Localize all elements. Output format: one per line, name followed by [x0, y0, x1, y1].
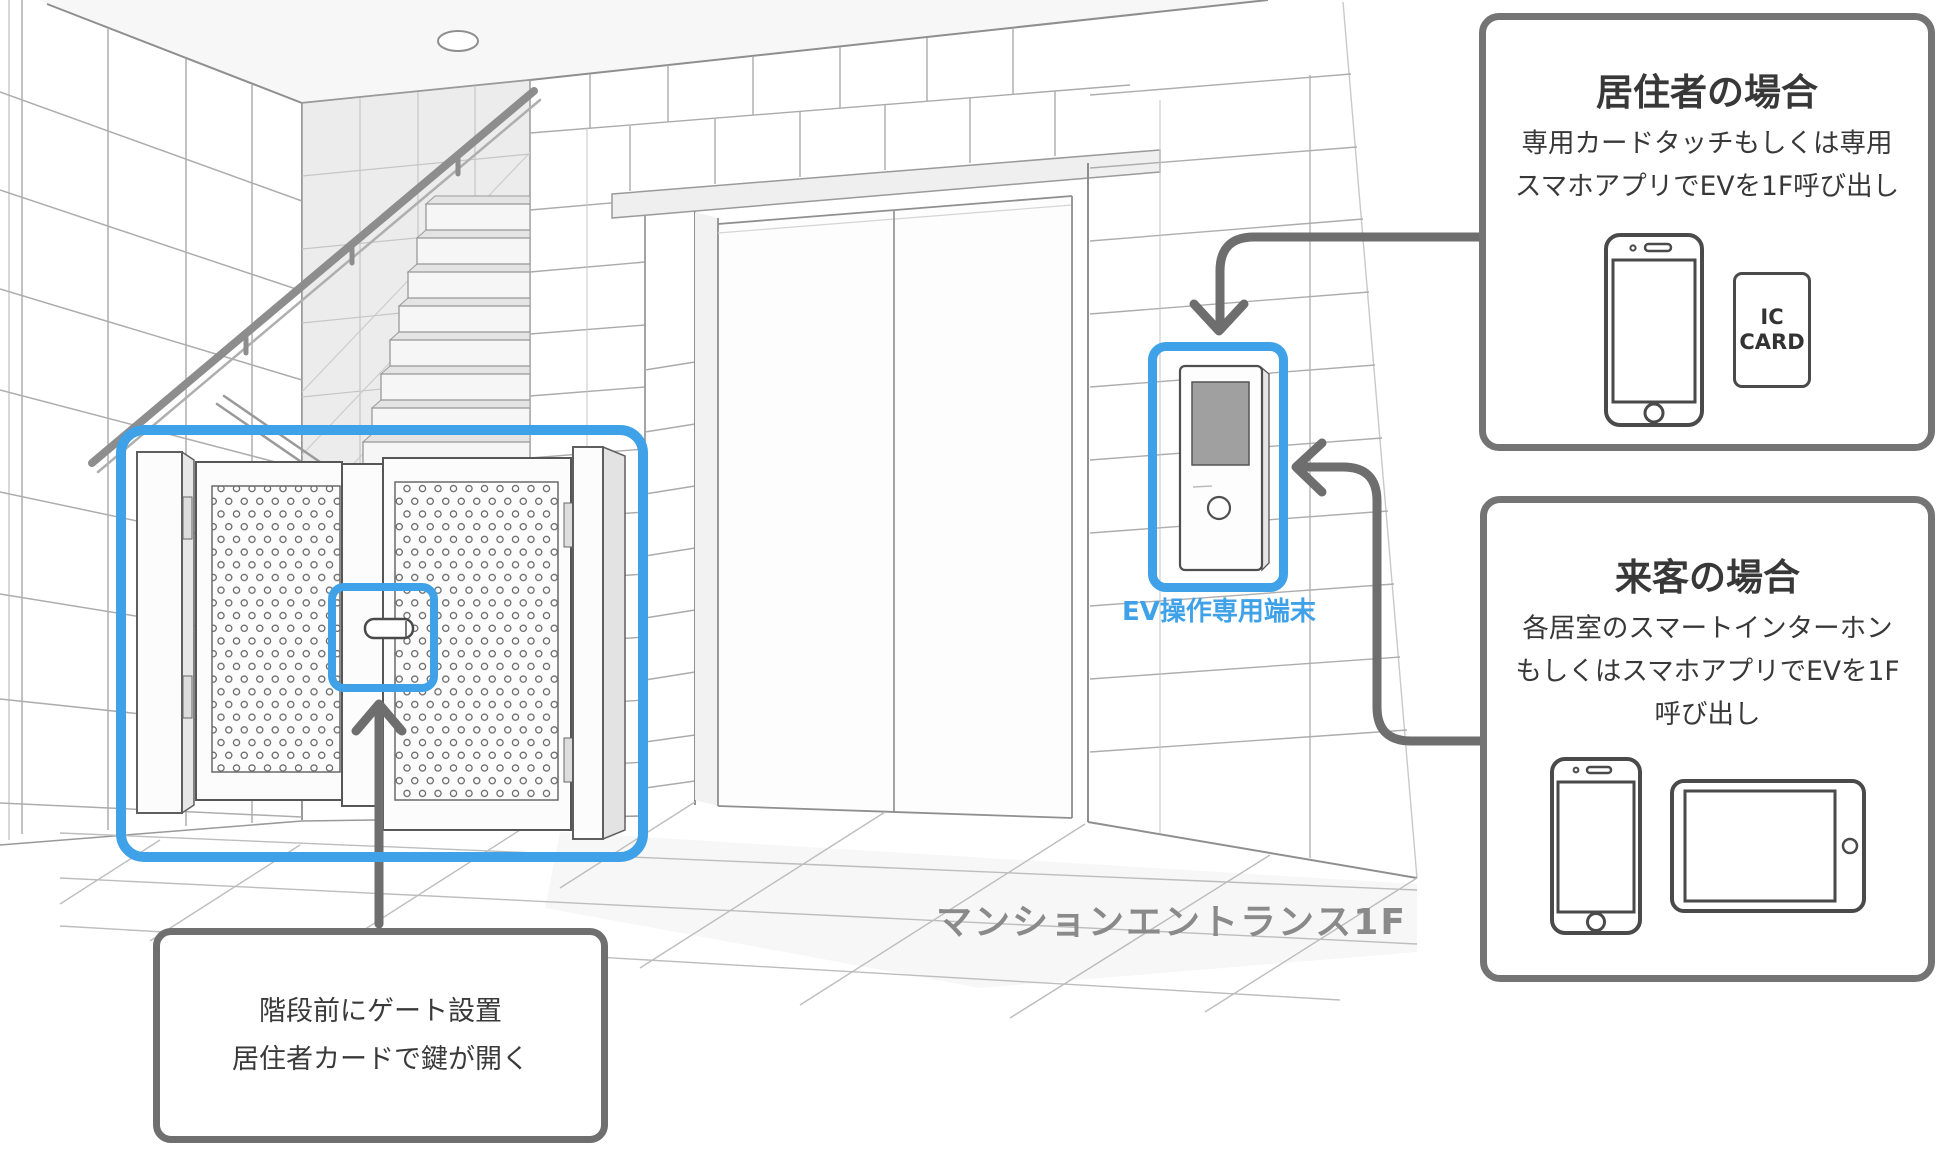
stair-steps	[361, 195, 530, 469]
visitor-panel: 来客の場合 各居室のスマートインターホン もしくはスマホアプリでEVを1F 呼び…	[1480, 496, 1935, 982]
resident-panel-line: 専用カードタッチもしくは専用	[1521, 128, 1893, 159]
gate-callout-line: 居住者カードで鍵が開く	[232, 1043, 529, 1075]
entrance-label: マンションエントランス1F	[936, 902, 1407, 943]
visitor-panel-line: もしくはスマホアプリでEVを1F	[1515, 656, 1900, 687]
visitor-arrow	[1291, 438, 1485, 746]
gate-arrow	[351, 699, 407, 929]
ev-terminal	[1178, 364, 1270, 572]
visitor-panel-title: 来客の場合	[1615, 556, 1800, 599]
gate-right-post	[572, 446, 604, 840]
smartphone-icon	[1549, 757, 1642, 935]
resident-arrow	[1189, 232, 1484, 336]
ic-card-icon: IC CARD	[1733, 272, 1811, 388]
visitor-panel-line: 各居室のスマートインターホン	[1522, 613, 1893, 644]
annotation-arrows	[351, 232, 1485, 929]
ceiling	[38, 0, 1269, 105]
gate-lock-highlight-box	[328, 583, 438, 692]
gate-left-post	[136, 451, 183, 814]
visitor-panel-line: 呼び出し	[1654, 699, 1761, 730]
security-gate	[136, 445, 626, 841]
elevator-doors	[718, 196, 1072, 818]
staircase	[88, 79, 542, 494]
resident-panel-title: 居住者の場合	[1596, 71, 1818, 114]
gate-callout-line: 階段前にゲート設置	[259, 995, 502, 1027]
ic-card-text: CARD	[1739, 330, 1805, 354]
tablet-icon	[1669, 779, 1866, 913]
resident-panel: 居住者の場合 専用カードタッチもしくは専用 スマホアプリでEVを1F呼び出し I…	[1479, 13, 1935, 451]
ceiling-light-icon	[437, 30, 479, 52]
gate-callout-box: 階段前にゲート設置 居住者カードで鍵が開く	[153, 928, 608, 1143]
terminal-button	[1206, 495, 1232, 521]
gate-lock-handle	[363, 617, 415, 640]
terminal-label: EV操作専用端末	[1122, 597, 1316, 627]
floor	[59, 801, 1418, 1019]
terminal-screen	[1191, 381, 1250, 466]
resident-panel-line: スマホアプリでEVを1F呼び出し	[1514, 171, 1900, 202]
elevator	[611, 149, 1161, 822]
smartphone-icon	[1604, 233, 1704, 427]
gate-highlight-box	[116, 425, 648, 862]
right-wall	[1087, 1, 1418, 879]
terminal-highlight-box	[1148, 342, 1288, 592]
ic-card-text: IC	[1760, 305, 1784, 329]
